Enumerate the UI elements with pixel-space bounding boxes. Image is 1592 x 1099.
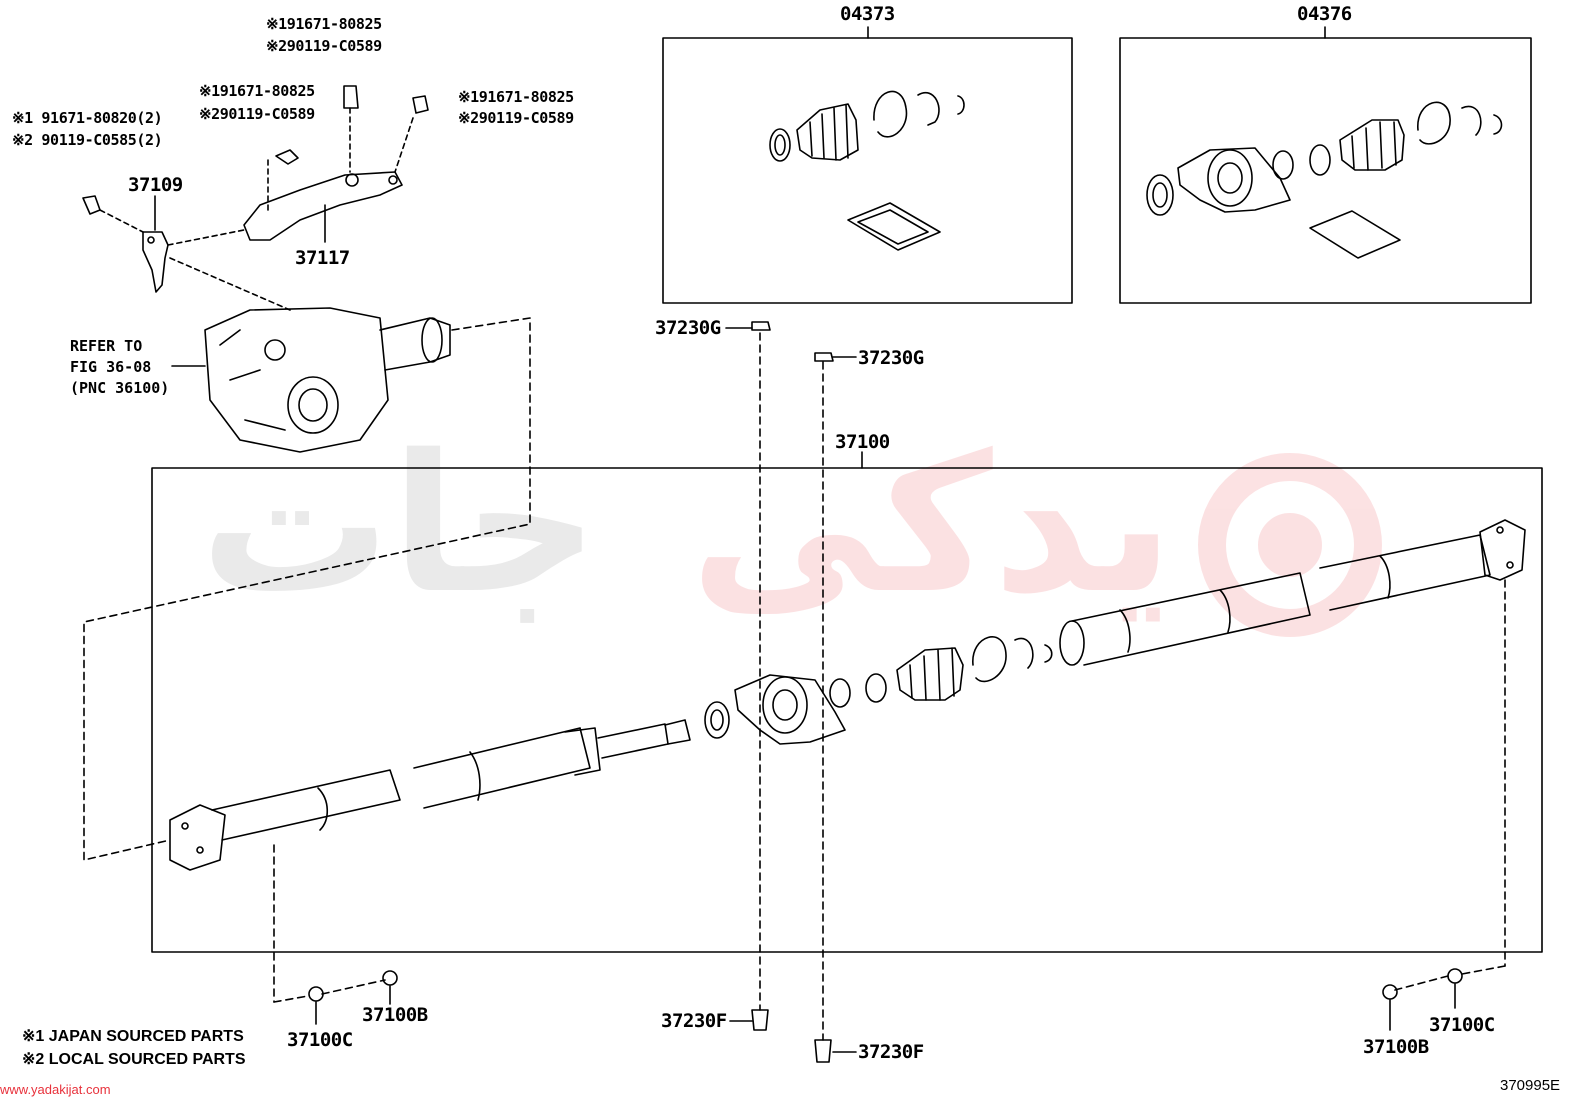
label-37230g-left: 37230G xyxy=(655,317,721,339)
label-37109: 37109 xyxy=(128,174,183,196)
boot-kit-04376-icon xyxy=(1146,101,1503,259)
watermark-logo-icon xyxy=(1198,453,1382,637)
label-37100b-left: 37100B xyxy=(362,1004,428,1026)
refer-line-2: FIG 36-08 xyxy=(70,358,152,376)
note-bolt-top-1: ※191671-80825 xyxy=(266,15,382,33)
watermark-red: یدکی xyxy=(690,414,1174,635)
note-bolt-right-2: ※290119-C0589 xyxy=(458,109,574,127)
label-37100: 37100 xyxy=(835,431,890,453)
refer-line-1: REFER TO xyxy=(70,337,143,355)
bracket-37117-icon xyxy=(243,171,403,241)
assembly-frame-37100 xyxy=(151,467,1543,953)
label-37230f-left: 37230F xyxy=(661,1010,727,1032)
label-04376: 04376 xyxy=(1297,3,1352,25)
label-37100c-left: 37100C xyxy=(287,1029,353,1051)
watermark-site-link[interactable]: www.yadakijat.com xyxy=(0,1082,111,1097)
label-37117: 37117 xyxy=(295,247,350,269)
refer-note: REFER TO FIG 36-08 (PNC 36100) xyxy=(70,336,169,399)
note-bolt-top-2: ※290119-C0589 xyxy=(266,37,382,55)
note-bolt-left-1: ※1 91671-80820(2) xyxy=(12,109,163,127)
legend-local: ※2 LOCAL SOURCED PARTS xyxy=(22,1051,246,1068)
label-37230g-right: 37230G xyxy=(858,347,924,369)
center-bearing-icon xyxy=(704,636,1053,745)
differential-housing-icon xyxy=(204,307,451,453)
front-propeller-shaft-icon xyxy=(169,719,691,871)
kit-box-04373 xyxy=(662,37,1073,304)
rear-propeller-shaft-icon xyxy=(1059,519,1526,666)
refer-line-3: (PNC 36100) xyxy=(70,379,170,397)
label-37100c-right: 37100C xyxy=(1429,1014,1495,1036)
label-37100b-right: 37100B xyxy=(1363,1036,1429,1058)
label-37230f-right: 37230F xyxy=(858,1041,924,1063)
note-bolt-right-1: ※191671-80825 xyxy=(458,88,574,106)
watermark-gray: جات xyxy=(200,414,600,635)
legend-japan: ※1 JAPAN SOURCED PARTS xyxy=(22,1028,244,1045)
fastener-icons xyxy=(308,321,1463,1063)
diagram-id: 370995E xyxy=(1500,1077,1561,1094)
kit-box-04376 xyxy=(1119,37,1532,304)
note-bolt-mid-2: ※290119-C0589 xyxy=(199,105,315,123)
bracket-37109-icon xyxy=(142,231,169,293)
label-04373: 04373 xyxy=(840,3,895,25)
note-bolt-left-2: ※2 90119-C0585(2) xyxy=(12,131,163,149)
boot-kit-04373-icon xyxy=(769,90,965,251)
note-bolt-mid-1: ※191671-80825 xyxy=(199,82,315,100)
